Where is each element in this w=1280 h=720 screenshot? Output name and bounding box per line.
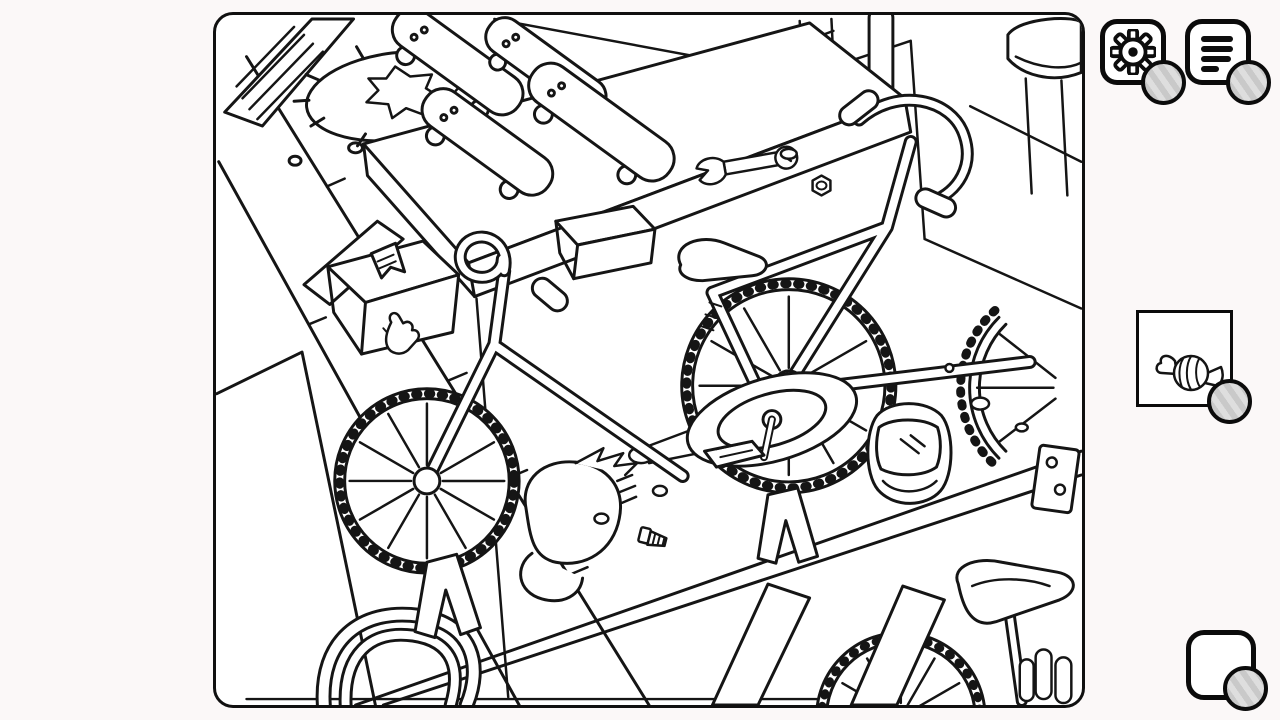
x-button-badge	[1223, 666, 1268, 711]
scene-viewport[interactable]	[213, 12, 1085, 708]
spare-bike[interactable]	[815, 559, 1075, 705]
screw[interactable]	[637, 526, 668, 549]
menu-list-icon	[1201, 36, 1233, 72]
bike-store-illustration	[216, 15, 1082, 705]
stool[interactable]	[1006, 17, 1082, 197]
plus-badge	[1141, 60, 1186, 105]
bicycle-right[interactable]	[627, 87, 1057, 565]
help-button[interactable]	[1186, 630, 1268, 711]
b-button-badge	[1226, 60, 1271, 105]
pebbles	[651, 362, 1029, 498]
mystery-candy-icon	[1155, 354, 1224, 392]
small-oval	[779, 147, 798, 160]
settings-button-wrap	[1100, 19, 1186, 105]
hand-cursor	[384, 311, 420, 355]
goggles[interactable]	[866, 402, 953, 505]
bicycle-left[interactable]	[333, 230, 690, 640]
helmet[interactable]	[519, 446, 639, 603]
found-panel	[0, 0, 212, 720]
y-button-badge	[1207, 379, 1252, 424]
ramp	[223, 17, 356, 128]
block	[554, 204, 657, 281]
hint-button[interactable]	[1136, 310, 1252, 424]
menu-button-wrap	[1185, 19, 1271, 105]
bolt[interactable]	[811, 174, 832, 197]
skateboards[interactable]	[376, 15, 682, 214]
open-box[interactable]	[302, 219, 461, 356]
menu-button[interactable]	[1185, 19, 1251, 85]
